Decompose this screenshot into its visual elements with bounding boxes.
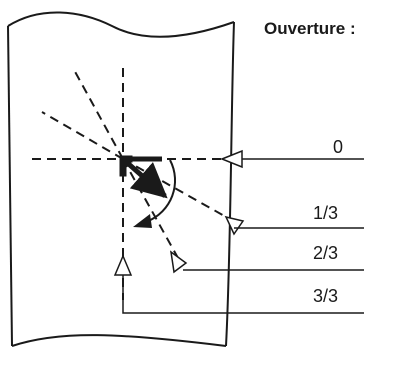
pipe-top-edge [7, 11, 235, 38]
rotation-arrow [133, 159, 177, 228]
pipe-bottom-edge [11, 334, 227, 347]
pointer-one-third [224, 215, 245, 236]
pipe-right-edge [225, 21, 235, 347]
rotation-arrowhead [133, 214, 152, 228]
diagram-title: Ouverture : [264, 19, 356, 38]
dashed-lines [32, 67, 229, 300]
position-label-one-third: 1/3 [313, 203, 339, 223]
handle-diagonal [121, 157, 168, 199]
position-label-two-thirds: 2/3 [313, 243, 339, 263]
leader-lines [122, 158, 364, 314]
position-label-0: 0 [333, 137, 344, 157]
pipe-left-edge [7, 25, 13, 347]
position-pointers [113, 149, 245, 276]
handle-pivot [119, 155, 133, 177]
pointer-two-thirds [169, 250, 188, 274]
diagonal-upper-left [72, 67, 124, 160]
leader-three-thirds [122, 275, 364, 314]
rotation-arc [145, 159, 177, 223]
diagonal-left [41, 111, 124, 160]
handle-arrows [119, 155, 168, 199]
position-label-three-thirds: 3/3 [313, 286, 339, 306]
pipe-outline [7, 11, 235, 347]
pointer-three-thirds [113, 254, 133, 276]
